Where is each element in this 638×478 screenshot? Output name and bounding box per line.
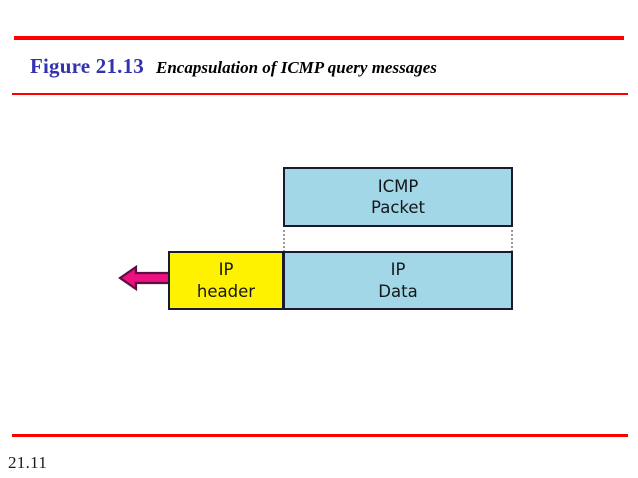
icmp-packet-line-1: ICMP — [377, 176, 419, 196]
ip-header-line-1: IP — [218, 260, 234, 280]
header-rule-bottom — [12, 93, 628, 95]
ip-data-line-2: Data — [378, 281, 418, 301]
ip-data-line-1: IP — [390, 260, 406, 280]
icmp-packet-line-2: Packet — [371, 198, 425, 217]
icmp-packet-box: ICMP Packet — [283, 167, 513, 227]
ip-data-box: IP Data — [283, 251, 513, 310]
ip-header-line-2: header — [196, 281, 256, 301]
slide-number: 21.11 — [8, 453, 48, 472]
right-connector-dotted-line — [511, 225, 513, 252]
left-connector-dotted-line — [283, 225, 285, 252]
footer-rule — [12, 434, 628, 437]
left-arrow-icon — [118, 264, 174, 292]
figure-number-label: Figure 21.13 — [30, 54, 145, 78]
ip-header-box: IP header — [168, 251, 284, 310]
transmission-arrow — [118, 262, 174, 294]
figure-caption: Figure 21.13 Encapsulation of ICMP query … — [30, 56, 437, 77]
header-rule-top — [14, 36, 624, 40]
figure-title: Encapsulation of ICMP query messages — [156, 58, 437, 77]
